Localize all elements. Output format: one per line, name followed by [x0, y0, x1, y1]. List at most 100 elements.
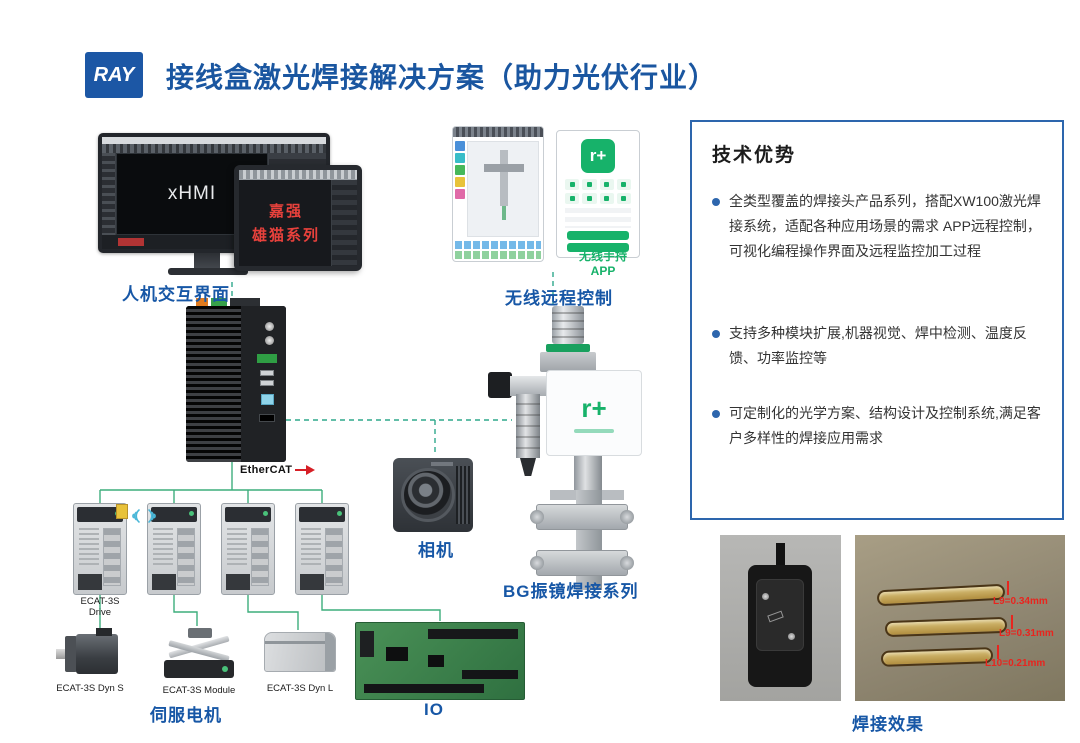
servo-label: 伺服电机 — [150, 706, 222, 725]
weld-seam — [880, 647, 994, 667]
io-chip — [428, 655, 444, 667]
app-caption-line2: APP — [590, 264, 616, 278]
welding-mount-box — [540, 352, 596, 372]
monitor-tool-column — [102, 153, 116, 235]
welding-box-subtext-bar — [574, 429, 614, 433]
app-screenshot-viewer — [452, 126, 544, 262]
junction-box-photo — [720, 535, 841, 701]
motor-body — [76, 634, 118, 674]
welding-vertical-cylinder — [516, 394, 540, 458]
monitor-menubar — [102, 137, 326, 144]
weld-seam-photo: L9=0.34mm L9=0.31mm L10=0.21mm — [855, 535, 1065, 701]
drive-display — [225, 507, 271, 522]
tablet-screen: 嘉强 雄猫系列 — [239, 170, 357, 266]
motion-controller — [186, 298, 286, 462]
app-caption-line1: 无线手持 — [578, 249, 627, 263]
io-board — [355, 622, 525, 700]
module-label: ECAT-3S Module — [162, 685, 236, 696]
ethercat-badge: EtherCAT — [240, 464, 316, 476]
drive-display — [151, 507, 197, 522]
drive-terminal — [300, 574, 324, 590]
io-connector-strip — [428, 629, 518, 639]
controller-usb-port — [260, 380, 274, 386]
controller-ethernet-port — [261, 394, 274, 405]
controller-round-port — [265, 336, 274, 345]
io-connector-strip — [462, 670, 518, 679]
controller-terminal-green — [257, 354, 277, 363]
app-button-cyan — [455, 153, 465, 163]
servo-drive-1 — [73, 503, 127, 595]
advantage-text: 全类型覆盖的焊接头产品系列，搭配XW100激光焊接系统，适配各种应用场景的需求 … — [729, 193, 1041, 260]
app-list-rows — [565, 208, 631, 228]
measurement-text: L10=0.21mm — [985, 658, 1046, 669]
weld-seam — [876, 583, 1006, 607]
motor-flange — [65, 636, 77, 672]
measurement-tick — [1007, 581, 1009, 595]
welding-horizontal-cylinder — [510, 376, 548, 396]
rplus-logo: r+ — [581, 139, 615, 173]
app-grid-icon — [565, 193, 580, 204]
welding-head-assembly: r+ — [488, 306, 650, 596]
app-grid-icon — [599, 193, 614, 204]
tablet-brand-line1: 嘉强 — [268, 202, 303, 220]
junction-box-pin — [776, 543, 785, 571]
io-chip — [386, 647, 408, 661]
controller-top-connectors — [196, 298, 260, 308]
io-label: IO — [424, 700, 444, 719]
wireless-app-group: r+ — [452, 122, 652, 282]
hmi-tablet: 嘉强 雄猫系列 — [234, 165, 362, 271]
app-screenshot-home: r+ — [556, 130, 640, 258]
advantage-item: 可定制化的光学方案、结构设计及控制系统,满足客户多样性的焊接应用需求 — [712, 401, 1042, 451]
io-connector-strip — [364, 684, 484, 693]
controller-usb-port — [260, 370, 274, 376]
drive-connectors — [251, 528, 269, 586]
welding-cross-slide-1 — [530, 504, 634, 530]
app-grid-icon — [616, 193, 631, 204]
app-toolbar — [453, 127, 543, 137]
advantage-item: 全类型覆盖的焊接头产品系列，搭配XW100激光焊接系统，适配各种应用场景的需求 … — [712, 189, 1042, 265]
welding-side-camera — [488, 372, 512, 398]
drive-connectors — [103, 528, 121, 586]
junction-box-screw — [788, 633, 795, 640]
welding-series-label: BG振镜焊接系列 — [503, 582, 639, 601]
tablet-brand-line2: 雄猫系列 — [251, 226, 320, 244]
rplus-logo: r+ — [581, 393, 607, 423]
tablet-canvas: 嘉强 雄猫系列 — [245, 184, 327, 260]
weld-result-label: 焊接效果 — [852, 715, 924, 734]
drive-connectors — [325, 528, 343, 586]
ethercat-arrow-icon — [295, 465, 316, 475]
module-base — [164, 660, 234, 678]
app-green-button — [567, 231, 629, 240]
machine-tool — [502, 206, 506, 220]
servo-drive-3 — [221, 503, 275, 595]
drive-terminal — [226, 574, 250, 590]
motor-shaft — [56, 649, 66, 659]
monitor-screen-text: xHMI — [167, 183, 217, 204]
hmi-monitor-group: xHMI 嘉强 雄猫系列 — [98, 133, 362, 283]
module-head — [188, 628, 212, 638]
connector-orange — [196, 298, 208, 307]
controller-io-panel — [241, 306, 286, 462]
app-grid-icon — [565, 179, 580, 190]
measurement-text: L9=0.34mm — [993, 596, 1048, 607]
drive-terminal — [152, 574, 176, 590]
app-button-green — [455, 165, 465, 175]
app-caption: 无线手持 APP — [558, 249, 648, 279]
camera-brand-mark — [431, 462, 453, 466]
bullet-dot-icon — [712, 329, 720, 338]
app-grid-icon — [599, 179, 614, 190]
measurement-text: L9=0.31mm — [999, 628, 1054, 639]
measurement-tick — [1011, 615, 1013, 629]
industrial-camera — [393, 458, 473, 532]
linear-actuator — [264, 632, 336, 672]
drive-vents — [79, 528, 99, 568]
connector-dark — [230, 298, 260, 307]
advantages-panel: 技术优势 全类型覆盖的焊接头产品系列，搭配XW100激光焊接系统，适配各种应用场… — [690, 120, 1064, 520]
advantage-text: 可定制化的光学方案、结构设计及控制系统,满足客户多样性的焊接应用需求 — [729, 404, 1041, 447]
monitor-toolbar — [102, 144, 326, 153]
app-button-yellow — [455, 177, 465, 187]
page-title: 接线盒激光焊接解决方案（助力光伏行业） — [166, 62, 718, 93]
welding-green-ring — [546, 344, 590, 352]
measurement-tick — [997, 645, 999, 659]
